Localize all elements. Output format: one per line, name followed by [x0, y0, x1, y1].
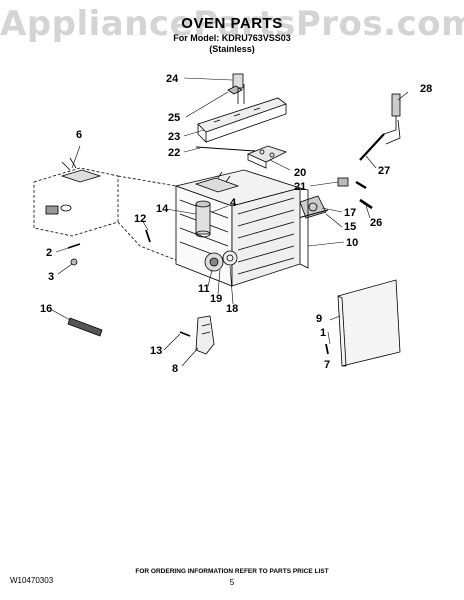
- callout-22: 22: [168, 147, 180, 159]
- callout-12: 12: [134, 213, 146, 225]
- hinge-rod-assembly: [359, 93, 401, 161]
- callout-4: 4: [230, 197, 237, 209]
- callout-8: 8: [172, 363, 178, 375]
- oven-cavity: [174, 169, 302, 287]
- callout-28: 28: [420, 83, 432, 95]
- model-line: For Model: KDRU763VSS03: [173, 33, 291, 43]
- small-parts-21-26: [337, 177, 373, 210]
- top-bracket-assembly: [195, 73, 287, 153]
- callout-3: 3: [48, 271, 54, 283]
- screw-12: [145, 229, 151, 243]
- ordering-info: FOR ORDERING INFORMATION REFER TO PARTS …: [135, 568, 329, 575]
- fan-assembly: [204, 250, 238, 272]
- callout-6: 6: [76, 129, 82, 141]
- callout-21: 21: [294, 181, 306, 193]
- callout-15: 15: [344, 221, 356, 233]
- callout-13: 13: [150, 345, 162, 357]
- callout-26: 26: [370, 217, 382, 229]
- callout-10: 10: [346, 237, 358, 249]
- finish-label: (Stainless): [209, 44, 255, 54]
- callout-17: 17: [344, 207, 356, 219]
- callout-18: 18: [226, 303, 238, 315]
- exploded-box-6: [33, 157, 177, 261]
- page-title: OVEN PARTS: [181, 15, 283, 32]
- callout-2: 2: [46, 247, 52, 259]
- callout-20: 20: [294, 167, 306, 179]
- door-panel-9: [325, 279, 401, 367]
- title-block: OVEN PARTS For Model: KDRU763VSS03 (Stai…: [0, 15, 464, 54]
- element-14: [195, 200, 211, 238]
- watermark: AppliancePartsPros.com: [0, 4, 464, 44]
- page-number: 5: [229, 578, 235, 587]
- bracket-plate-20: [246, 145, 288, 169]
- callout-7: 7: [324, 359, 330, 371]
- callout-24: 24: [166, 73, 179, 85]
- callout-9: 9: [316, 313, 322, 325]
- callout-1: 1: [320, 327, 326, 339]
- panel-10: [299, 187, 309, 269]
- bracket-8: [179, 315, 215, 355]
- leader-lines: [51, 77, 409, 367]
- strip-16: [67, 317, 103, 337]
- callout-19: 19: [210, 293, 222, 305]
- callout-27: 27: [378, 165, 390, 177]
- callout-16: 16: [40, 303, 52, 315]
- callout-11: 11: [198, 283, 210, 295]
- callout-23: 23: [168, 131, 180, 143]
- callout-25: 25: [168, 112, 180, 124]
- doc-number: W10470303: [10, 576, 54, 585]
- callout-14: 14: [156, 203, 169, 215]
- screws-2-3: [67, 243, 81, 266]
- plate-17-15: [297, 195, 329, 219]
- callout-labels: 28 24 25 23 22 6 20 27 21 14 4 17 26 12 …: [40, 73, 432, 375]
